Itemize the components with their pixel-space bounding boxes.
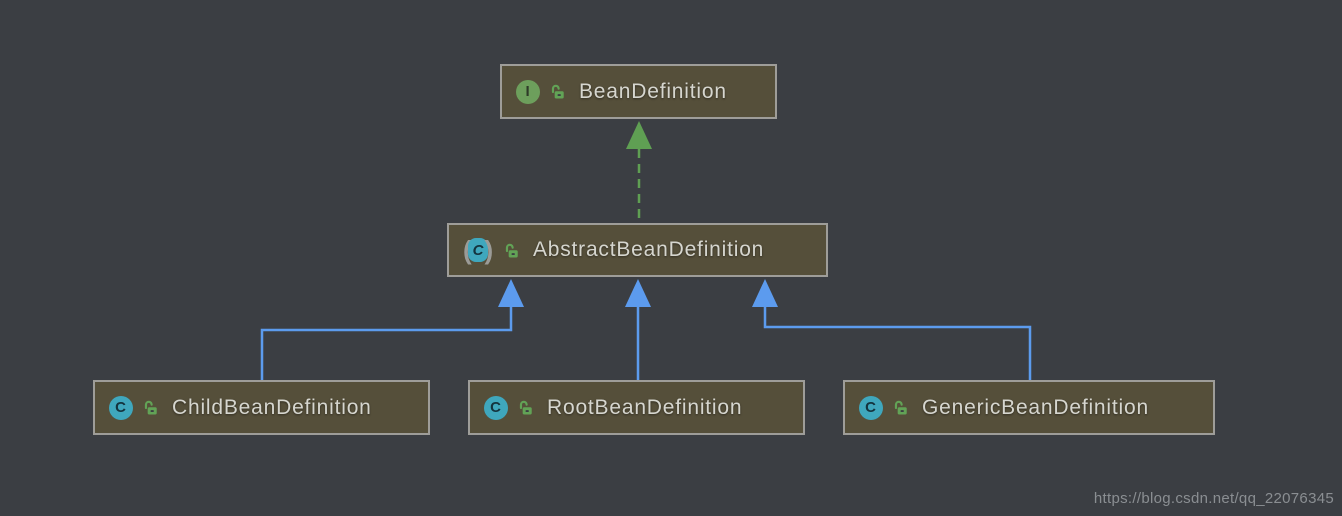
- public-lock-icon: [551, 84, 564, 99]
- abstract-class-icon: ( C ): [463, 235, 494, 265]
- class-icon-letter: C: [490, 399, 502, 416]
- interface-icon: I: [516, 79, 540, 104]
- node-root-bean-definition[interactable]: C RootBeanDefinition: [468, 380, 805, 435]
- node-label: AbstractBeanDefinition: [532, 238, 765, 261]
- class-icon-letter: C: [865, 399, 877, 416]
- interface-icon-letter: I: [525, 83, 531, 100]
- node-label: ChildBeanDefinition: [172, 395, 372, 419]
- class-icon: C: [859, 395, 883, 420]
- node-label: RootBeanDefinition: [547, 395, 743, 419]
- node-child-bean-definition[interactable]: C ChildBeanDefinition: [93, 380, 430, 435]
- node-label: BeanDefinition: [579, 79, 727, 103]
- node-generic-bean-definition[interactable]: C GenericBeanDefinition: [843, 380, 1215, 435]
- class-icon: C: [484, 395, 508, 420]
- abstract-icon-paren-right: ): [484, 235, 494, 265]
- abstract-icon-letter: C: [468, 238, 489, 262]
- node-abstract-bean-definition[interactable]: ( C ) AbstractBeanDefinition: [447, 223, 828, 277]
- class-icon: C: [109, 395, 133, 420]
- abstract-icon-paren-left: (: [463, 237, 472, 263]
- public-lock-icon: [519, 400, 532, 415]
- class-icon-letter: C: [115, 399, 127, 416]
- public-lock-icon: [505, 243, 518, 257]
- watermark-url: https://blog.csdn.net/qq_22076345: [1093, 490, 1334, 507]
- node-bean-definition[interactable]: I BeanDefinition: [500, 64, 777, 119]
- node-label: GenericBeanDefinition: [922, 395, 1149, 419]
- extends-arrow-child-to-abstract[interactable]: [260, 279, 524, 380]
- extends-arrow-generic-to-abstract[interactable]: [752, 279, 1032, 380]
- implements-arrow-abstract-to-bean[interactable]: [626, 121, 652, 223]
- public-lock-icon: [894, 400, 907, 415]
- extends-arrow-root-to-abstract[interactable]: [625, 279, 651, 380]
- public-lock-icon: [144, 400, 157, 415]
